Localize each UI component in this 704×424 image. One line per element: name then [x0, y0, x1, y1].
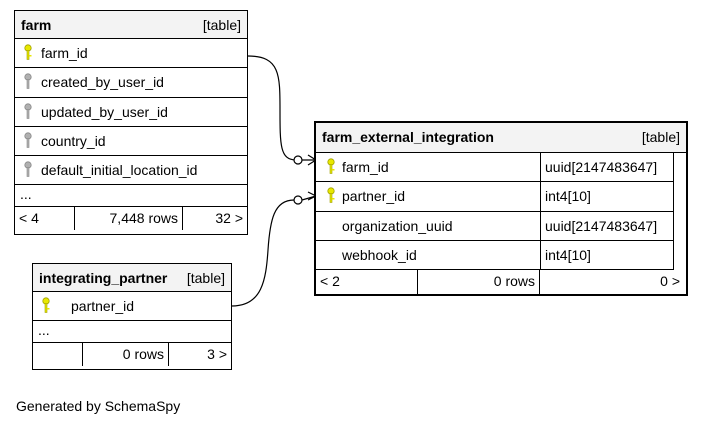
more-columns-ellipsis: ... [15, 185, 247, 208]
table-kind: [table] [641, 129, 680, 145]
column-name: default_initial_location_id [41, 162, 198, 179]
column-row[interactable]: created_by_user_id [15, 68, 247, 98]
column-name: country_id [41, 132, 106, 149]
column-name: created_by_user_id [41, 74, 164, 91]
column-row[interactable]: organization_uuid uuid[2147483647] [316, 211, 674, 241]
table-header: farm [table] [15, 11, 247, 39]
parents-count[interactable]: < 2 [316, 270, 418, 295]
foreign-key-icon [24, 102, 32, 119]
table-farm-external-integration[interactable]: farm_external_integration [table] farm_i… [314, 121, 688, 296]
table-footer: 0 rows 3 > [33, 343, 231, 367]
column-row[interactable]: farm_id uuid[2147483647] [316, 153, 674, 183]
generated-by-credit: Generated by SchemaSpy [16, 398, 181, 414]
table-farm[interactable]: farm [table] farm_id created_by_user_id … [14, 10, 248, 235]
column-name: partner_id [71, 298, 135, 314]
table-name: integrating_partner [39, 270, 168, 286]
table-kind: [table] [186, 270, 225, 286]
table-header: integrating_partner [table] [33, 264, 231, 292]
children-count[interactable]: 32 > [215, 210, 243, 227]
column-row[interactable]: partner_id [33, 292, 231, 322]
parents-count[interactable]: < 4 [15, 207, 75, 231]
column-row[interactable]: webhook_id int4[10] [316, 240, 674, 271]
table-header: farm_external_integration [table] [316, 123, 686, 153]
foreign-key-icon [24, 73, 32, 90]
column-type: uuid[2147483647] [540, 153, 673, 182]
table-integrating-partner[interactable]: integrating_partner [table] partner_id .… [32, 263, 232, 370]
foreign-key-icon [24, 132, 32, 148]
column-row[interactable]: default_initial_location_id [15, 156, 247, 186]
table-name: farm_external_integration [322, 129, 494, 145]
farm-edge-optional-marker [293, 155, 303, 165]
column-name: partner_id [342, 188, 406, 205]
primary-key-icon [24, 44, 32, 60]
farm-to-integration-edge [247, 55, 297, 161]
row-count: 7,448 rows [75, 207, 183, 231]
column-name: organization_uuid [342, 217, 453, 234]
column-name: farm_id [41, 45, 88, 61]
row-count: 0 rows [83, 343, 169, 367]
table-kind: [table] [202, 17, 241, 33]
row-count: 0 rows [418, 270, 540, 295]
column-row[interactable]: farm_id [15, 39, 247, 69]
column-type: uuid[2147483647] [540, 211, 673, 240]
column-row[interactable]: updated_by_user_id [15, 98, 247, 127]
column-type: int4[10] [540, 240, 673, 270]
more-columns-ellipsis: ... [33, 321, 231, 344]
primary-key-icon [327, 158, 335, 174]
table-name: farm [21, 17, 52, 33]
column-name: farm_id [342, 159, 389, 175]
partner-edge-optional-marker [293, 195, 303, 205]
column-name: webhook_id [342, 246, 417, 263]
column-row[interactable]: country_id [15, 127, 247, 157]
partner-to-integration-edge [231, 199, 295, 307]
table-footer: < 4 7,448 rows 32 > [15, 207, 247, 231]
foreign-key-icon [24, 161, 32, 177]
primary-key-icon [327, 187, 335, 204]
column-row[interactable]: partner_id int4[10] [316, 182, 674, 212]
table-footer: < 2 0 rows 0 > [316, 270, 686, 295]
children-count: 0 > [660, 273, 680, 290]
primary-key-icon [42, 297, 50, 313]
column-type: int4[10] [540, 182, 673, 211]
parents-count [33, 343, 83, 367]
children-count[interactable]: 3 > [207, 346, 227, 363]
column-name: updated_by_user_id [41, 103, 168, 120]
